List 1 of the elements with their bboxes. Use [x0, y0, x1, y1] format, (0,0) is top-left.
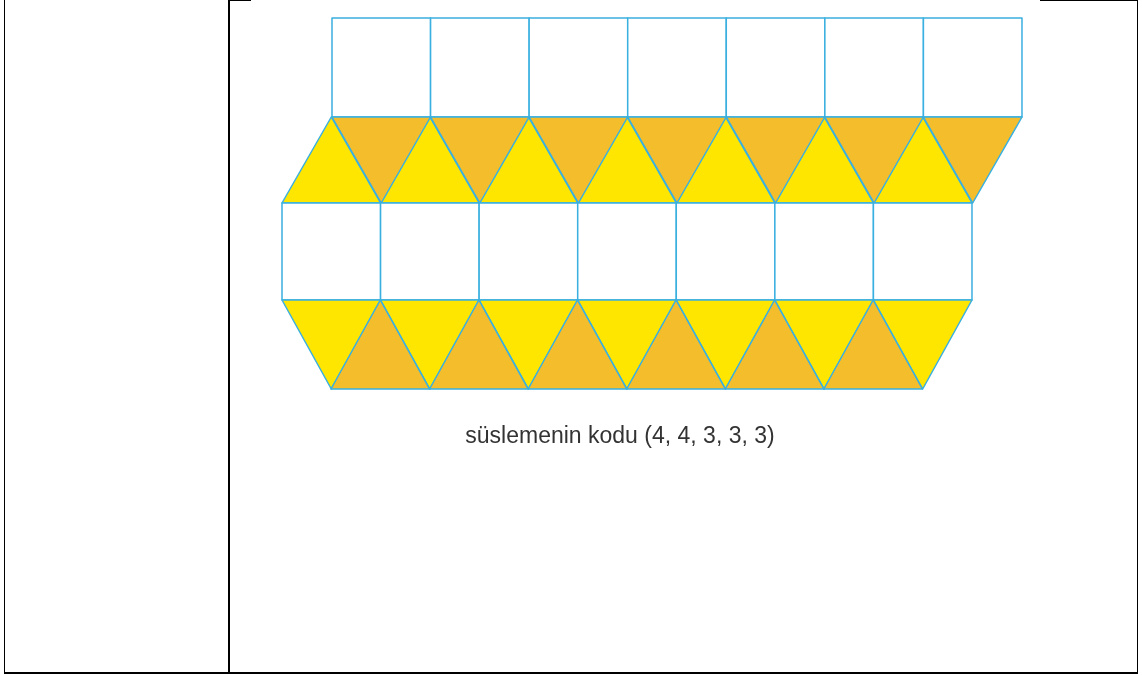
caption: süslemenin kodu (4, 4, 3, 3, 3): [464, 422, 775, 448]
